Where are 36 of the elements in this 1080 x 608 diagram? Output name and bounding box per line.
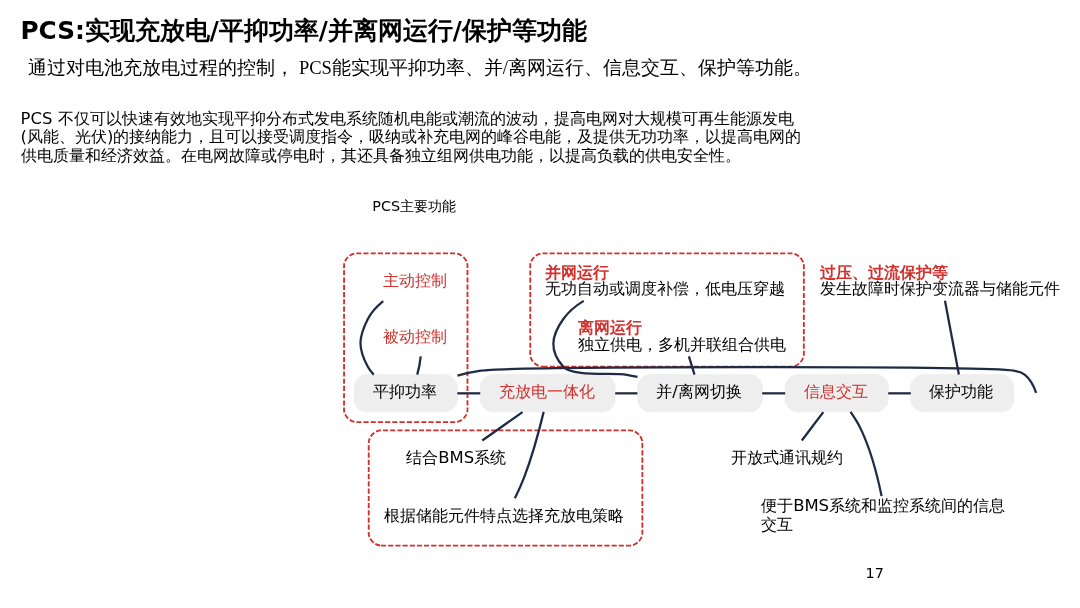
connector bbox=[888, 391, 911, 394]
node-text: 并网运行 无功自动或调度补偿，低电压穿越 bbox=[545, 262, 786, 298]
connector bbox=[687, 355, 696, 375]
connector bbox=[615, 391, 638, 394]
diagram-title: PCS:实现充放电/平抑功率/并离网运行/保护等功能 bbox=[20, 15, 587, 45]
connector bbox=[481, 410, 524, 441]
connector bbox=[359, 299, 384, 375]
node-box: 保护功能 bbox=[910, 373, 1015, 412]
node-text: 离网运行 独立供电，多机并联组合供电 bbox=[578, 317, 787, 354]
cluster bbox=[529, 252, 805, 367]
connector bbox=[943, 300, 960, 375]
node-text: 结合BMS系统 bbox=[406, 447, 507, 467]
node-text: 被动控制 bbox=[383, 326, 448, 346]
node-text: 主动控制 bbox=[383, 270, 448, 290]
connector bbox=[552, 299, 638, 378]
connector bbox=[513, 411, 545, 499]
cluster bbox=[343, 252, 469, 423]
connector bbox=[457, 365, 1038, 393]
label: PCS主要功能 bbox=[372, 197, 457, 214]
node-text: 开放式通讯规约 bbox=[731, 447, 844, 467]
connector bbox=[762, 391, 786, 394]
node-box: 信息交互 bbox=[784, 373, 889, 412]
node-box: 充放电一体化 bbox=[479, 373, 616, 412]
node-box: 平抑功率 bbox=[353, 373, 458, 412]
connector bbox=[849, 410, 883, 496]
cluster bbox=[367, 428, 644, 546]
node-text: 便于BMS系统和监控系统间的信息交互 bbox=[761, 495, 1006, 534]
connector bbox=[800, 410, 825, 441]
node-text: 过压、过流保护等 发生故障时保护变流器与储能元件 bbox=[819, 262, 1060, 298]
label: PCS 不仅可以快速有效地实现平抑分布式发电系统随机电能或潮流的波动，提高电网对大规模可再生能源发电(风能、光伏)的接纳能力，且可以接受调度指令，吸纳或补充电网的峰谷电能，及提供无功功率，以提高电网的供电质量和经济效益。在电网故障或停电时，其还具备独立组网供电功能，以提高负载的供电安全性。 bbox=[20, 108, 802, 165]
label: 通过对电池充放电过程的控制， PCS能实现平抑功率、并/离网运行、信息交互、保护等功能。 bbox=[28, 57, 812, 78]
label: 17 bbox=[865, 564, 884, 581]
node-box: 并/离网切换 bbox=[637, 373, 763, 412]
connector bbox=[416, 355, 422, 375]
node-text: 根据储能元件特点选择充放电策略 bbox=[383, 505, 624, 525]
connector bbox=[457, 391, 481, 394]
